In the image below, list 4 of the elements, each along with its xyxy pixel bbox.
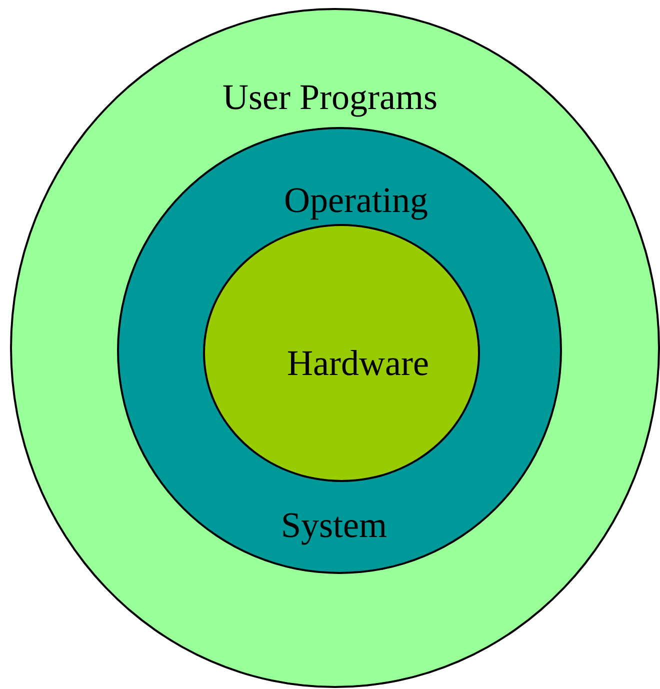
- layer-label: Operating: [284, 180, 428, 220]
- layer-label: System: [281, 505, 387, 545]
- layer-label: User Programs: [222, 77, 438, 117]
- layer-label: Hardware: [287, 343, 429, 383]
